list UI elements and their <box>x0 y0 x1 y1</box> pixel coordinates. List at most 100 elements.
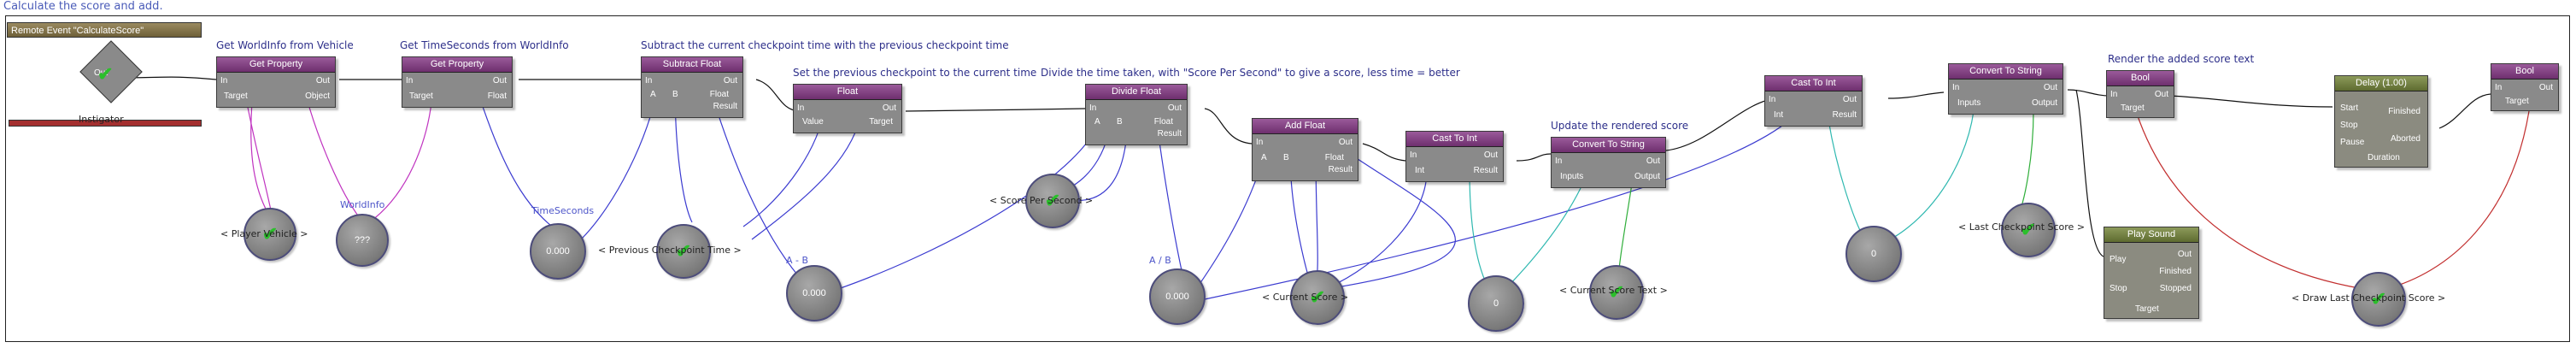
out-pin[interactable]: Out <box>2177 250 2192 259</box>
int-pin[interactable]: Int <box>1415 166 1425 175</box>
last-checkpoint-score-variable[interactable]: ✔ <box>2001 203 2056 257</box>
target-pin[interactable]: Target <box>2121 103 2145 113</box>
in-pin[interactable]: In <box>1256 138 1264 147</box>
result-pin[interactable]: Result <box>1328 165 1353 174</box>
bool-node-1[interactable]: Bool In Out Target <box>2106 70 2174 118</box>
out-pin[interactable]: Out <box>315 76 330 86</box>
timeseconds-variable[interactable]: 0.000 <box>530 223 586 280</box>
exec-wire <box>905 108 1086 112</box>
result-pin[interactable]: Result <box>1473 166 1498 175</box>
out-pin[interactable]: Out <box>1167 103 1182 113</box>
target-pin[interactable]: Target <box>224 91 248 101</box>
out-pin[interactable]: Out <box>2043 83 2057 92</box>
check-icon: ✔ <box>675 240 692 262</box>
current-score-text-variable[interactable]: ✔ <box>1589 265 1644 320</box>
variable-value: ??? <box>354 235 371 245</box>
target-pin[interactable]: Target <box>869 117 893 127</box>
divide-float-node[interactable]: Divide Float In Out A B Float Result <box>1085 84 1188 145</box>
in-pin[interactable]: In <box>1769 95 1776 104</box>
a-pin[interactable]: A <box>1094 117 1100 127</box>
b-pin[interactable]: B <box>1283 153 1289 162</box>
add-float-node[interactable]: Add Float In Out A B Float Result <box>1252 118 1358 181</box>
result-pin[interactable]: Result <box>1157 129 1182 139</box>
in-pin[interactable]: In <box>2110 90 2118 99</box>
float-pin[interactable]: Float <box>487 91 507 101</box>
in-pin[interactable]: In <box>1089 103 1097 113</box>
in-pin[interactable]: In <box>2495 83 2503 92</box>
a-minus-b-variable[interactable]: 0.000 <box>786 265 842 321</box>
stopped-pin[interactable]: Stopped <box>2159 284 2192 293</box>
get-property-node-1[interactable]: Get Property In Out Target Object <box>216 56 336 108</box>
in-pin[interactable]: In <box>220 76 228 86</box>
comment-set-previous: Set the previous checkpoint to the curre… <box>793 67 1037 79</box>
int-pin[interactable]: Int <box>1774 110 1784 120</box>
stop-pin[interactable]: Stop <box>2340 121 2358 130</box>
start-pin[interactable]: Start <box>2340 103 2359 113</box>
play-sound-node[interactable]: Play Sound Play Stop Out Finished Stoppe… <box>2104 227 2199 319</box>
worldinfo-variable[interactable]: ??? <box>336 214 389 267</box>
bool-node-2[interactable]: Bool In Out Target <box>2491 63 2559 111</box>
event-instigator-bar <box>9 120 202 127</box>
object-pin[interactable]: Object <box>305 91 330 101</box>
a-pin[interactable]: A <box>650 90 656 99</box>
cast-to-int-node-2[interactable]: Cast To Int In Out Int Result <box>1764 75 1863 127</box>
out-pin[interactable]: Out <box>2154 90 2168 99</box>
in-pin[interactable]: In <box>645 76 653 86</box>
output-pin[interactable]: Output <box>1634 172 1660 181</box>
draw-last-checkpoint-score-label: < Draw Last Checkpoint Score > <box>2291 292 2446 304</box>
get-property-node-2[interactable]: Get Property In Out Target Float <box>402 56 513 108</box>
player-vehicle-variable[interactable]: ✔ <box>244 208 296 261</box>
b-pin[interactable]: B <box>1117 117 1123 127</box>
target-pin[interactable]: Target <box>2505 97 2529 106</box>
node-title: Get Property <box>217 57 335 73</box>
out-pin[interactable]: Out <box>723 76 737 86</box>
in-pin[interactable]: In <box>406 76 414 86</box>
remote-event-node[interactable]: Remote Event "CalculateScore" <box>7 22 202 38</box>
result-pin[interactable]: Result <box>1832 110 1857 120</box>
out-pin[interactable]: Out <box>882 103 896 113</box>
convert-to-string-node-2[interactable]: Convert To String In Out Inputs Output <box>1948 63 2063 115</box>
out-pin[interactable]: Out <box>1842 95 1857 104</box>
int-zero-variable-2[interactable]: 0 <box>1845 226 1902 282</box>
out-pin[interactable]: Out <box>1646 156 1660 166</box>
in-pin[interactable]: In <box>1555 156 1563 166</box>
in-pin[interactable]: In <box>1952 83 1960 92</box>
out-pin[interactable]: Out <box>1338 138 1353 147</box>
current-score-text-label: < Current Score Text > <box>1559 285 1668 296</box>
pause-pin[interactable]: Pause <box>2340 138 2365 147</box>
finished-pin[interactable]: Finished <box>2388 107 2421 116</box>
cast-to-int-node-1[interactable]: Cast To Int In Out Int Result <box>1405 131 1504 182</box>
finished-pin[interactable]: Finished <box>2159 267 2192 276</box>
target-pin[interactable]: Target <box>2135 304 2159 314</box>
out-pin[interactable]: Out <box>1483 150 1498 160</box>
exec-wire <box>2438 93 2491 129</box>
a-pin[interactable]: A <box>1261 153 1267 162</box>
in-pin[interactable]: In <box>797 103 805 113</box>
target-pin[interactable]: Target <box>409 91 433 101</box>
stop-pin[interactable]: Stop <box>2110 284 2127 293</box>
out-pin[interactable]: Out <box>2538 83 2553 92</box>
duration-pin[interactable]: Duration <box>2368 153 2400 162</box>
in-pin[interactable]: In <box>1410 150 1417 160</box>
draw-last-checkpoint-score-variable[interactable]: ✔ <box>2351 272 2406 327</box>
a-div-b-label: A / B <box>1149 255 1171 266</box>
inputs-pin[interactable]: Inputs <box>1957 98 1981 108</box>
output-pin[interactable]: Output <box>2031 98 2057 108</box>
previous-checkpoint-time-variable[interactable]: ✔ <box>656 224 711 279</box>
set-float-node[interactable]: Float In Out Value Target <box>793 84 902 133</box>
subtract-float-node[interactable]: Subtract Float In Out A B Float Result <box>641 56 743 118</box>
current-score-variable[interactable]: ✔ <box>1290 270 1345 325</box>
play-pin[interactable]: Play <box>2110 255 2127 264</box>
value-pin[interactable]: Value <box>802 117 824 127</box>
aborted-pin[interactable]: Aborted <box>2390 134 2421 144</box>
delay-node[interactable]: Delay (1.00) Start Stop Pause Finished A… <box>2334 75 2428 168</box>
a-div-b-variable[interactable]: 0.000 <box>1149 268 1206 325</box>
b-pin[interactable]: B <box>672 90 678 99</box>
out-pin[interactable]: Out <box>492 76 507 86</box>
inputs-pin[interactable]: Inputs <box>1560 172 1584 181</box>
result-pin[interactable]: Result <box>713 102 737 111</box>
event-out-label: Out <box>94 68 109 78</box>
score-per-second-variable[interactable]: ✔ <box>1025 174 1080 228</box>
int-zero-variable-1[interactable]: 0 <box>1468 275 1524 332</box>
convert-to-string-node-1[interactable]: Convert To String In Out Inputs Output <box>1551 137 1666 188</box>
